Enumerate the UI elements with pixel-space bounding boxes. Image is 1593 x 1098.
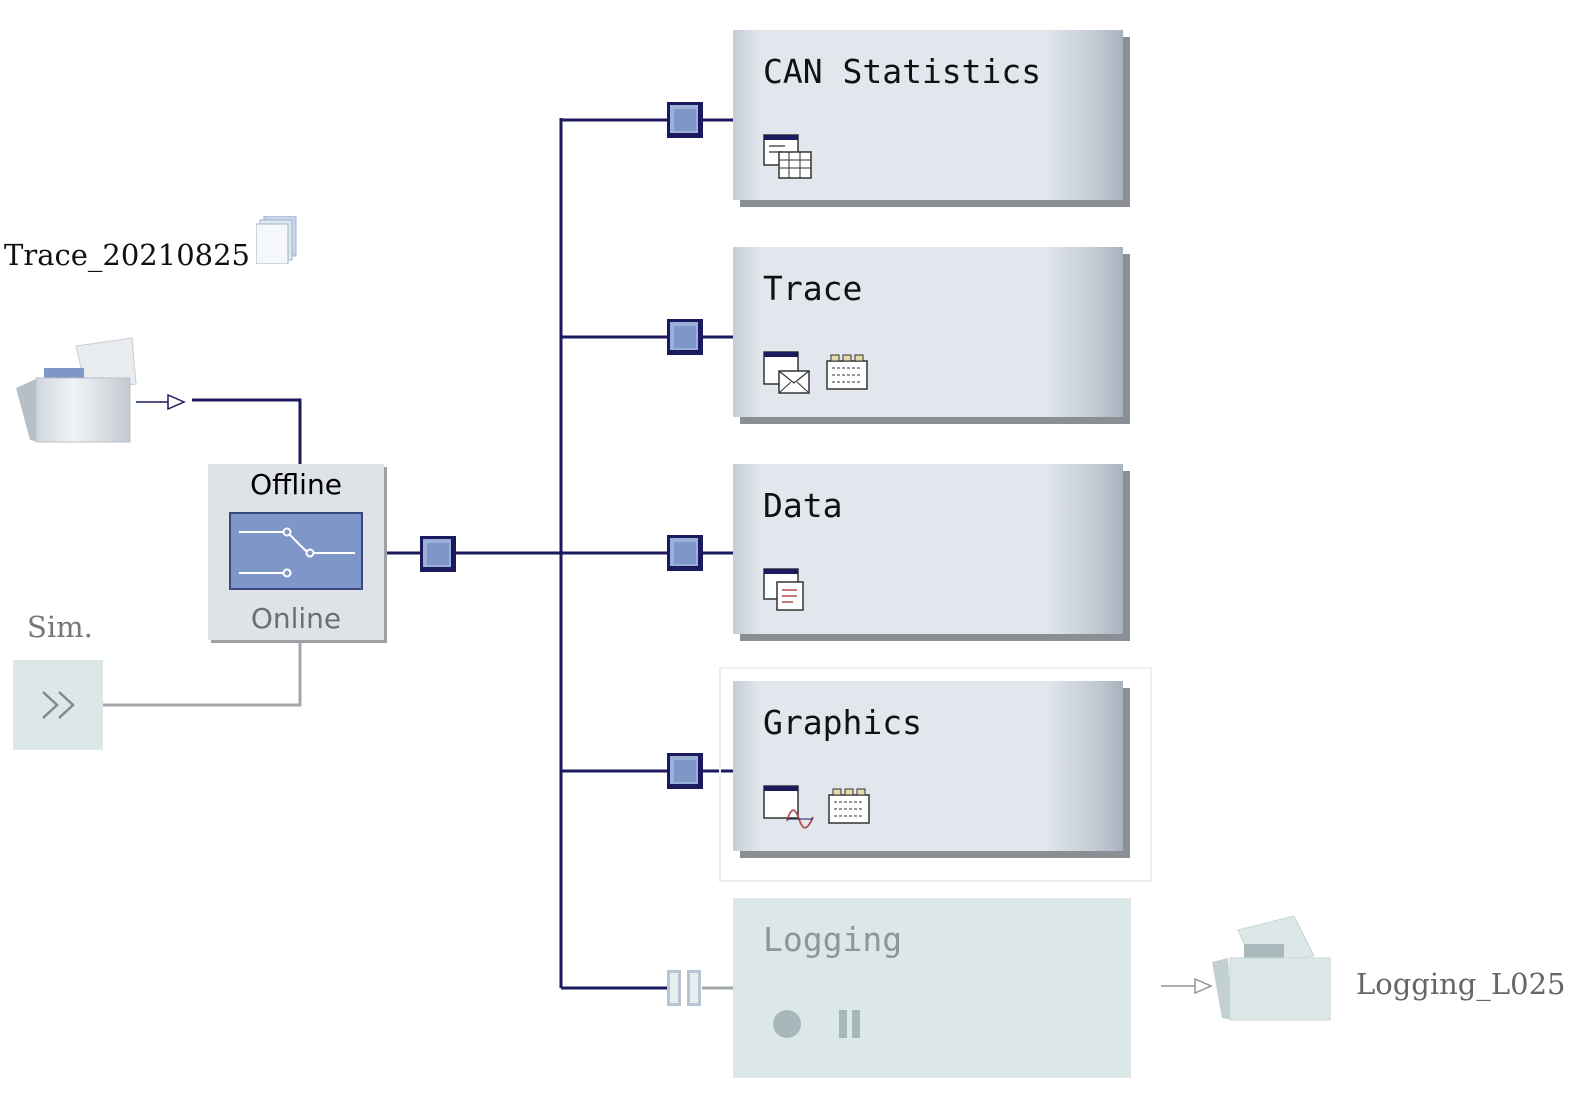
simulation-label: Sim. <box>27 610 93 644</box>
block-data[interactable]: Data <box>733 464 1123 634</box>
switch-graphic[interactable] <box>229 512 363 590</box>
offline-wire <box>192 398 302 464</box>
block-title: Trace <box>763 269 863 308</box>
bus-node-data[interactable] <box>667 535 703 571</box>
pause-icon[interactable] <box>835 1006 871 1042</box>
block-title: Logging <box>763 920 903 959</box>
copy-pages-icon[interactable] <box>256 216 298 264</box>
block-logging[interactable]: Logging <box>733 898 1131 1078</box>
bus-node-can-statistics[interactable] <box>667 102 703 138</box>
configuration-icon[interactable] <box>827 785 873 825</box>
selection-frame <box>719 667 1152 882</box>
bus-node-switch[interactable] <box>420 536 456 572</box>
statistics-table-icon[interactable] <box>763 134 813 180</box>
online-wire <box>103 642 302 707</box>
logging-folder-icon[interactable] <box>1210 914 1334 1024</box>
logging-file-name[interactable]: Logging_L025 <box>1356 967 1566 1001</box>
folder-icon[interactable] <box>14 334 138 446</box>
offline-label: Offline <box>250 468 342 501</box>
online-label: Online <box>250 602 342 635</box>
bus-node-trace[interactable] <box>667 319 703 355</box>
record-icon[interactable] <box>771 1006 807 1042</box>
trace-message-icon[interactable] <box>763 351 813 397</box>
block-can-statistics[interactable]: CAN Statistics <box>733 30 1123 200</box>
offline-source-name[interactable]: Trace_20210825 <box>4 238 251 272</box>
block-title: Graphics <box>763 703 922 742</box>
simulation-button[interactable] <box>13 660 103 750</box>
block-title: CAN Statistics <box>763 52 1042 91</box>
fast-forward-icon <box>42 691 75 719</box>
bus-node-logging-break[interactable] <box>667 970 703 1006</box>
data-window-icon[interactable] <box>763 568 813 614</box>
block-title: Data <box>763 486 843 525</box>
block-trace[interactable]: Trace <box>733 247 1123 417</box>
bus-node-graphics[interactable] <box>667 753 703 789</box>
configuration-icon[interactable] <box>825 351 871 391</box>
source-arrow-head <box>167 393 186 411</box>
block-graphics[interactable]: Graphics <box>733 681 1123 851</box>
graphics-wave-icon[interactable] <box>763 785 815 831</box>
toggle-switch-icon <box>239 527 355 578</box>
offline-online-switch[interactable]: Offline Online <box>208 464 384 640</box>
